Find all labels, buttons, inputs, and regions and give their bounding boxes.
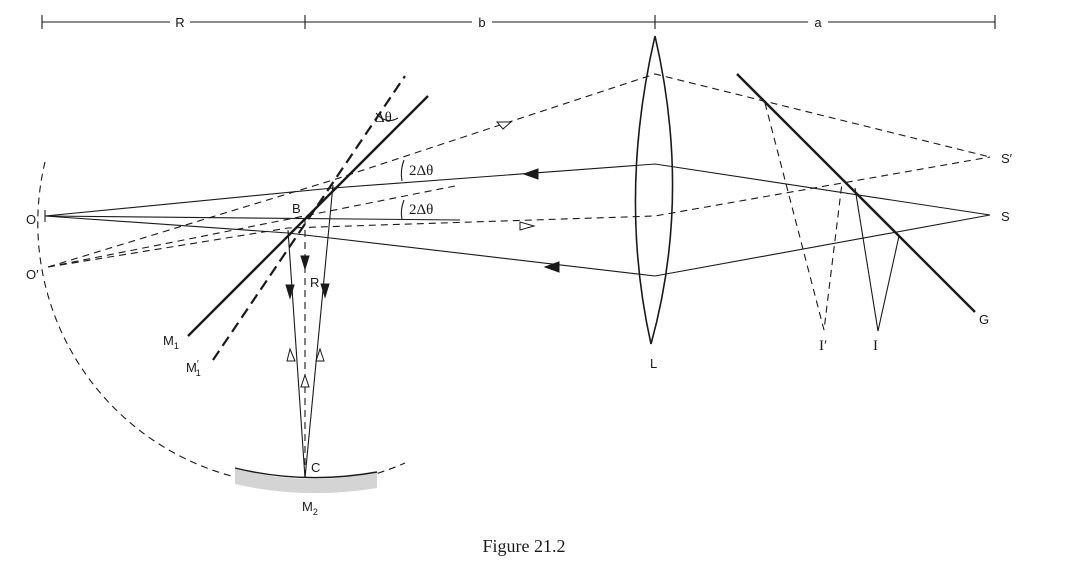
label-m1-prime: M′1	[186, 359, 201, 378]
ray-dashed-upper	[47, 73, 991, 268]
label-i: I	[873, 338, 878, 354]
label-i-prime: I′	[819, 338, 827, 354]
arrow-up-center	[300, 373, 310, 388]
label-g: G	[979, 312, 989, 327]
ray-b-c-left	[287, 229, 306, 479]
dimension-b-label: b	[478, 15, 485, 30]
dimension-line: R b a	[41, 14, 996, 30]
label-o: O	[26, 212, 36, 227]
ray-upper-return	[44, 163, 991, 217]
ray-image-i-prime	[764, 102, 843, 331]
arrow-down-right	[320, 283, 330, 299]
dimension-r-label: R	[175, 15, 184, 30]
arrow-down-center	[300, 255, 310, 271]
angle-arc-2dt-lower	[400, 199, 405, 220]
focal-circle-arc	[37, 161, 406, 486]
label-r: R	[310, 275, 319, 290]
label-2-delta-theta-upper: 2Δθ	[409, 163, 433, 179]
label-o-prime: O′	[26, 267, 39, 282]
label-m2: M2	[302, 499, 318, 517]
axis-dashed	[47, 184, 461, 268]
arrow-up-right	[315, 347, 325, 362]
arrow-dashed-upper	[495, 121, 513, 130]
arrow-upper-return	[522, 168, 539, 180]
ray-image-i	[854, 187, 900, 332]
label-b: B	[292, 201, 301, 216]
label-s: S	[1001, 209, 1010, 224]
label-c: C	[311, 460, 320, 475]
ray-lower-return	[44, 214, 991, 277]
ray-dashed-lower	[47, 156, 991, 268]
angle-arc-delta-theta	[375, 112, 399, 122]
arrow-up-left	[286, 347, 296, 362]
angle-arc-2dt-upper	[400, 159, 405, 182]
lens-l	[634, 35, 674, 345]
label-delta-theta: Δθ	[375, 110, 392, 126]
label-m1: M1	[163, 333, 179, 351]
axis-line	[44, 215, 461, 221]
figure-caption: Figure 21.2	[483, 536, 566, 556]
label-l: L	[650, 356, 657, 371]
arrow-down-left	[285, 284, 295, 300]
arrow-dashed-lower	[519, 221, 536, 231]
mirror-m1	[187, 95, 429, 337]
ray-b-c-right	[304, 184, 334, 479]
label-s-prime: S′	[1001, 151, 1013, 166]
arrow-lower-return	[543, 261, 560, 273]
dimension-a-label: a	[814, 15, 822, 30]
label-2-delta-theta-lower: 2Δθ	[409, 202, 433, 218]
